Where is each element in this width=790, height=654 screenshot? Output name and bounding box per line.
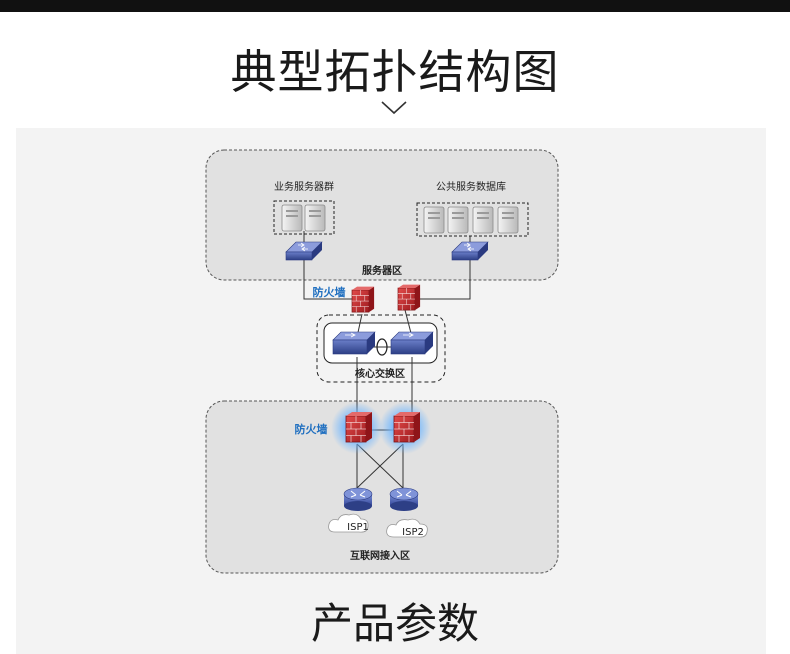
server-icon [281, 204, 303, 232]
isp1-label: ISP1 [347, 522, 369, 533]
server-group-label: 业务服务器群 [274, 180, 334, 193]
core-switch-icon [332, 331, 376, 355]
core-switch-icon [390, 331, 434, 355]
switch-icon [451, 241, 489, 261]
page-title: 典型拓扑结构图 [230, 45, 560, 99]
database-server-icon [423, 206, 445, 234]
database-server-icon [497, 206, 519, 234]
internet-zone-label: 互联网接入区 [350, 549, 410, 562]
cloud-icon [386, 518, 428, 538]
database-server-icon [472, 206, 494, 234]
cloud-icon [328, 513, 369, 533]
firewall-label-bottom: 防火墙 [295, 422, 328, 436]
server-icon [304, 204, 326, 232]
database-server-icon [447, 206, 469, 234]
isp2-label: ISP2 [402, 527, 424, 538]
server-zone-label: 服务器区 [362, 264, 402, 277]
firewall-label-top: 防火墙 [313, 285, 346, 299]
firewall-icon [393, 411, 421, 443]
core-zone-outer [316, 314, 446, 383]
internet-zone [205, 400, 559, 574]
firewall-icon [345, 411, 373, 443]
core-zone-label: 核心交换区 [355, 367, 405, 380]
section-title: 产品参数 [310, 599, 479, 648]
server-group-box [273, 200, 335, 235]
link-aggregation-icon [376, 338, 388, 356]
chevron-down-icon [381, 101, 407, 115]
firewall-icon [351, 286, 375, 313]
database-box [416, 202, 529, 237]
switch-icon [285, 241, 323, 261]
firewall-icon [397, 284, 421, 311]
topology-diagram: 业务服务器群 公共服务数据库 服务器区 防火墙 核心交换区 防火墙 ISP1 I… [205, 149, 559, 574]
database-label: 公共服务数据库 [436, 180, 506, 193]
top-bar [0, 0, 790, 12]
router-icon [343, 487, 373, 511]
router-icon [389, 487, 419, 511]
